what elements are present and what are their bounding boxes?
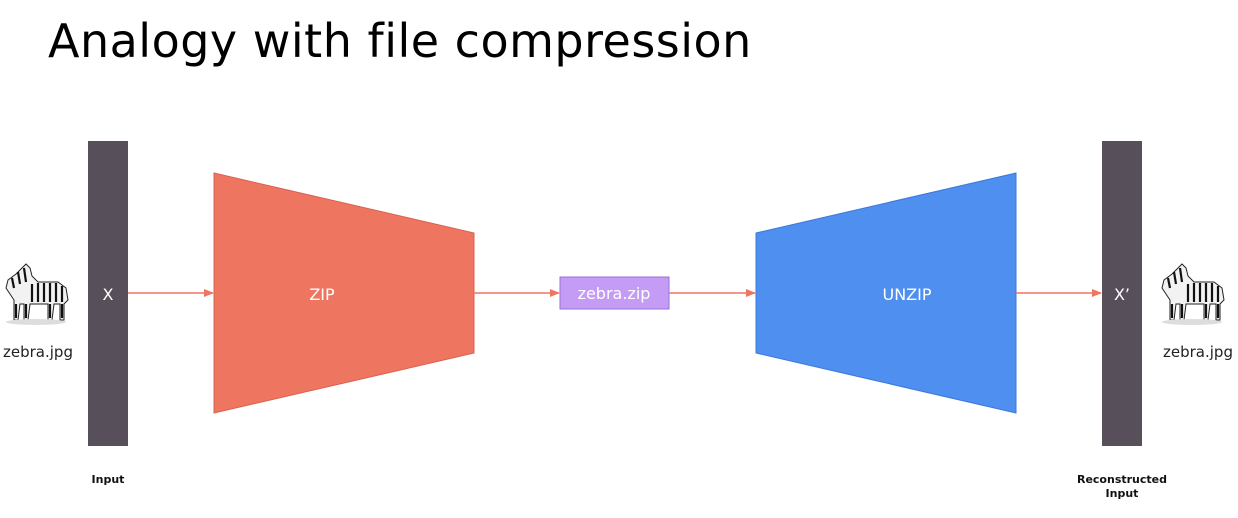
encoder-label: ZIP (309, 285, 335, 304)
input-bar (88, 141, 128, 446)
output-bar (1102, 141, 1142, 446)
output-caption-line2: Input (1106, 487, 1139, 500)
encoder-trapezoid (213, 172, 475, 414)
input-zebra-icon (5, 263, 69, 325)
input-symbol: X (103, 285, 114, 304)
input-file-label: zebra.jpg (3, 343, 73, 361)
slide-title: Analogy with file compression (48, 14, 752, 68)
output-file-label: zebra.jpg (1163, 343, 1233, 361)
output-caption-line1: Reconstructed (1077, 473, 1167, 486)
decoder-label: UNZIP (882, 285, 931, 304)
compressed-label: zebra.zip (578, 284, 651, 303)
input-caption: Input (92, 473, 125, 486)
output-zebra-icon (1161, 263, 1225, 325)
output-symbol: X’ (1114, 285, 1130, 304)
decoder-trapezoid (755, 172, 1017, 414)
compressed-box (559, 276, 670, 310)
